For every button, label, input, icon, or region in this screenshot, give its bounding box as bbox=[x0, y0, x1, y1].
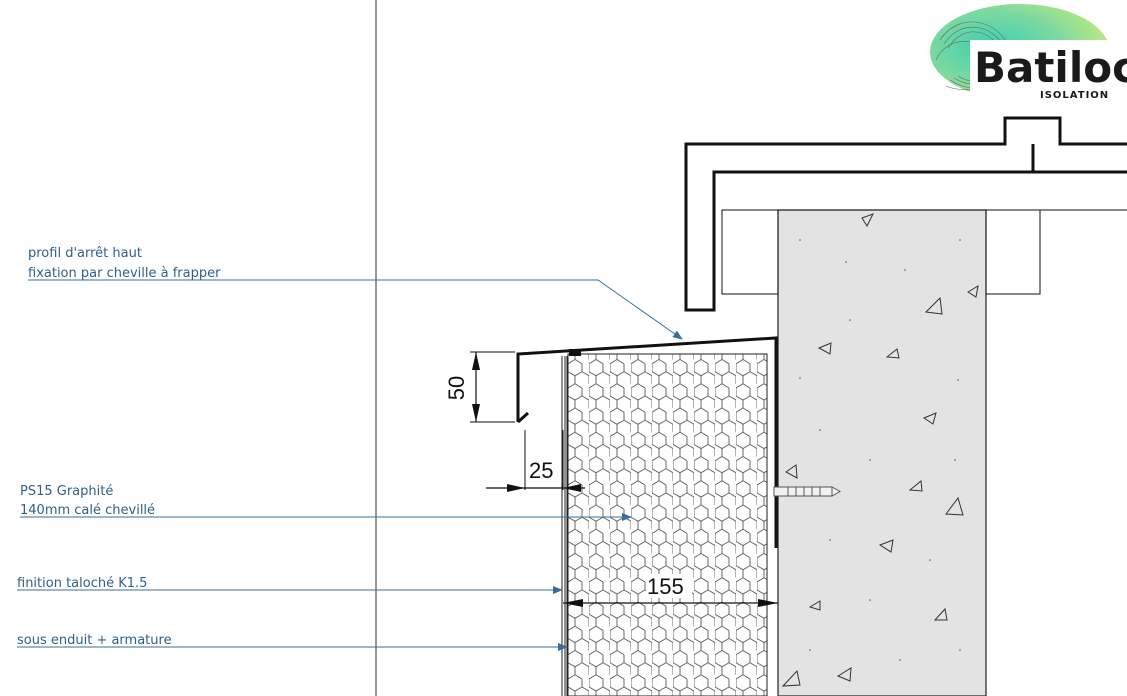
top-stop-profile bbox=[516, 336, 778, 548]
anchor-dowel bbox=[773, 486, 842, 497]
callout-top-profile-line2: fixation par cheville à frapper bbox=[28, 266, 221, 281]
roof-slab bbox=[721, 209, 1127, 295]
dimension-height: 50 bbox=[444, 351, 515, 423]
callout-leaders bbox=[17, 279, 683, 651]
dimension-gap-label: 25 bbox=[529, 458, 553, 483]
logo-name: Batiloc. bbox=[974, 43, 1127, 92]
concrete-wall bbox=[777, 209, 987, 696]
batiloc-logo: Batiloc. ISOLATION bbox=[930, 4, 1127, 102]
dimension-gap: 25 bbox=[486, 430, 585, 492]
callout-undercoat: sous enduit + armature bbox=[17, 633, 172, 648]
coping-flashing bbox=[684, 116, 1127, 312]
profile-clip bbox=[569, 349, 581, 356]
callout-finish: finition taloché K1.5 bbox=[17, 576, 147, 591]
insulation-board bbox=[561, 353, 768, 696]
dimension-thickness-label: 155 bbox=[647, 574, 684, 599]
logo-tagline: ISOLATION bbox=[1040, 90, 1109, 101]
callout-top-profile-line1: profil d'arrêt haut bbox=[28, 246, 142, 261]
dimension-height-label: 50 bbox=[444, 376, 469, 400]
callout-insulation-line2: 140mm calé chevillé bbox=[20, 503, 155, 518]
callout-insulation-line1: PS15 Graphité bbox=[20, 484, 113, 499]
dimension-thickness: 155 bbox=[563, 574, 778, 607]
